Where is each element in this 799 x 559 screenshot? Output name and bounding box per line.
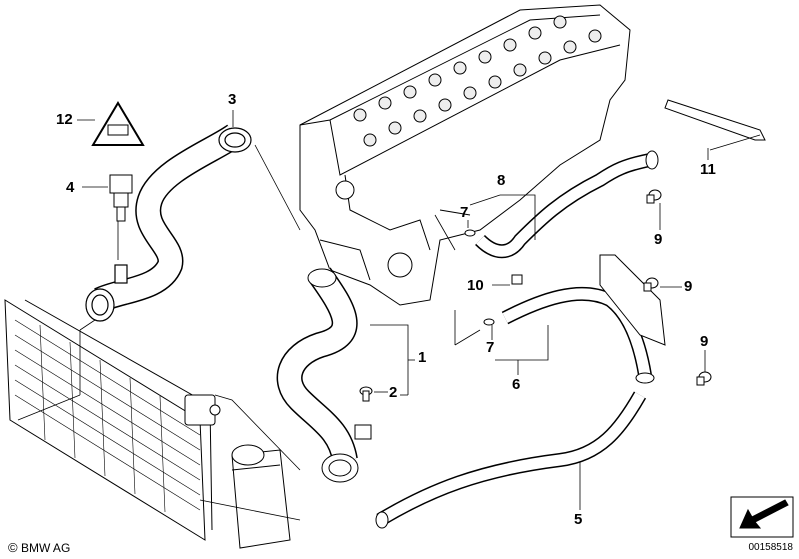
callout-9-middle: 9: [684, 278, 693, 295]
cable-tie-11: [664, 99, 766, 141]
callout-5: 5: [574, 511, 583, 528]
callout-8: 8: [497, 172, 506, 189]
radiator: [4, 299, 221, 541]
callout-11: 11: [700, 161, 716, 178]
callout-9-bottom: 9: [700, 333, 709, 350]
orientation-arrow-icon: [730, 496, 794, 538]
hose-5: [375, 391, 647, 529]
copyright-text: BMW AG: [20, 541, 71, 555]
hose-3: [85, 124, 252, 322]
callout-3: 3: [228, 91, 237, 108]
pipe-6: [501, 254, 666, 384]
leader-lines: [17, 110, 761, 521]
callout-7-lower: 7: [486, 339, 495, 356]
callout-1: 1: [418, 349, 427, 366]
warning-triangle-icon: [91, 101, 145, 146]
pipe-8: [475, 150, 659, 259]
diagram-number: 00158518: [748, 542, 794, 553]
callout-9-top: 9: [654, 231, 663, 248]
callout-10: 10: [467, 277, 484, 294]
copyright-icon: ©: [8, 540, 18, 555]
callout-12: 12: [56, 111, 73, 128]
expansion-tank: [231, 444, 291, 549]
hose-1: [276, 267, 372, 483]
copyright-notice: © BMW AG: [8, 540, 70, 555]
bolts-9: [643, 189, 712, 386]
screw-2: [359, 386, 373, 402]
callout-4: 4: [66, 179, 75, 196]
callout-2: 2: [389, 384, 398, 401]
temperature-sensor: [109, 174, 133, 222]
callout-7-upper: 7: [460, 204, 469, 221]
seals: [464, 229, 523, 326]
engine-cylinder-head: [299, 4, 631, 306]
callout-6: 6: [512, 376, 521, 393]
